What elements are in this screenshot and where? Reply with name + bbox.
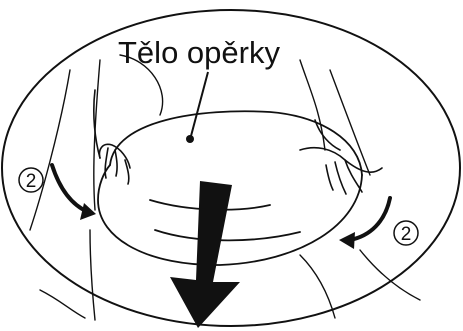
down-arrow-icon (170, 181, 240, 328)
vignette-ellipse (1, 9, 461, 327)
left-hand (93, 89, 131, 185)
right-hand (299, 119, 383, 195)
curved-arrow-icon (50, 163, 90, 214)
callout-leader (190, 71, 209, 137)
step-marker-left-number: 2 (26, 171, 37, 192)
callout-dot (186, 135, 194, 143)
seat-background (29, 54, 421, 321)
step-marker-right: 2 (393, 220, 419, 246)
step-marker-right-number: 2 (401, 224, 412, 245)
curved-arrow-icon (348, 196, 392, 242)
curved-arrow-head-left (80, 203, 96, 220)
callout-label: Tělo opěrky (118, 35, 280, 70)
curved-arrow-head-right (339, 232, 355, 249)
step-marker-left: 2 (18, 167, 44, 193)
